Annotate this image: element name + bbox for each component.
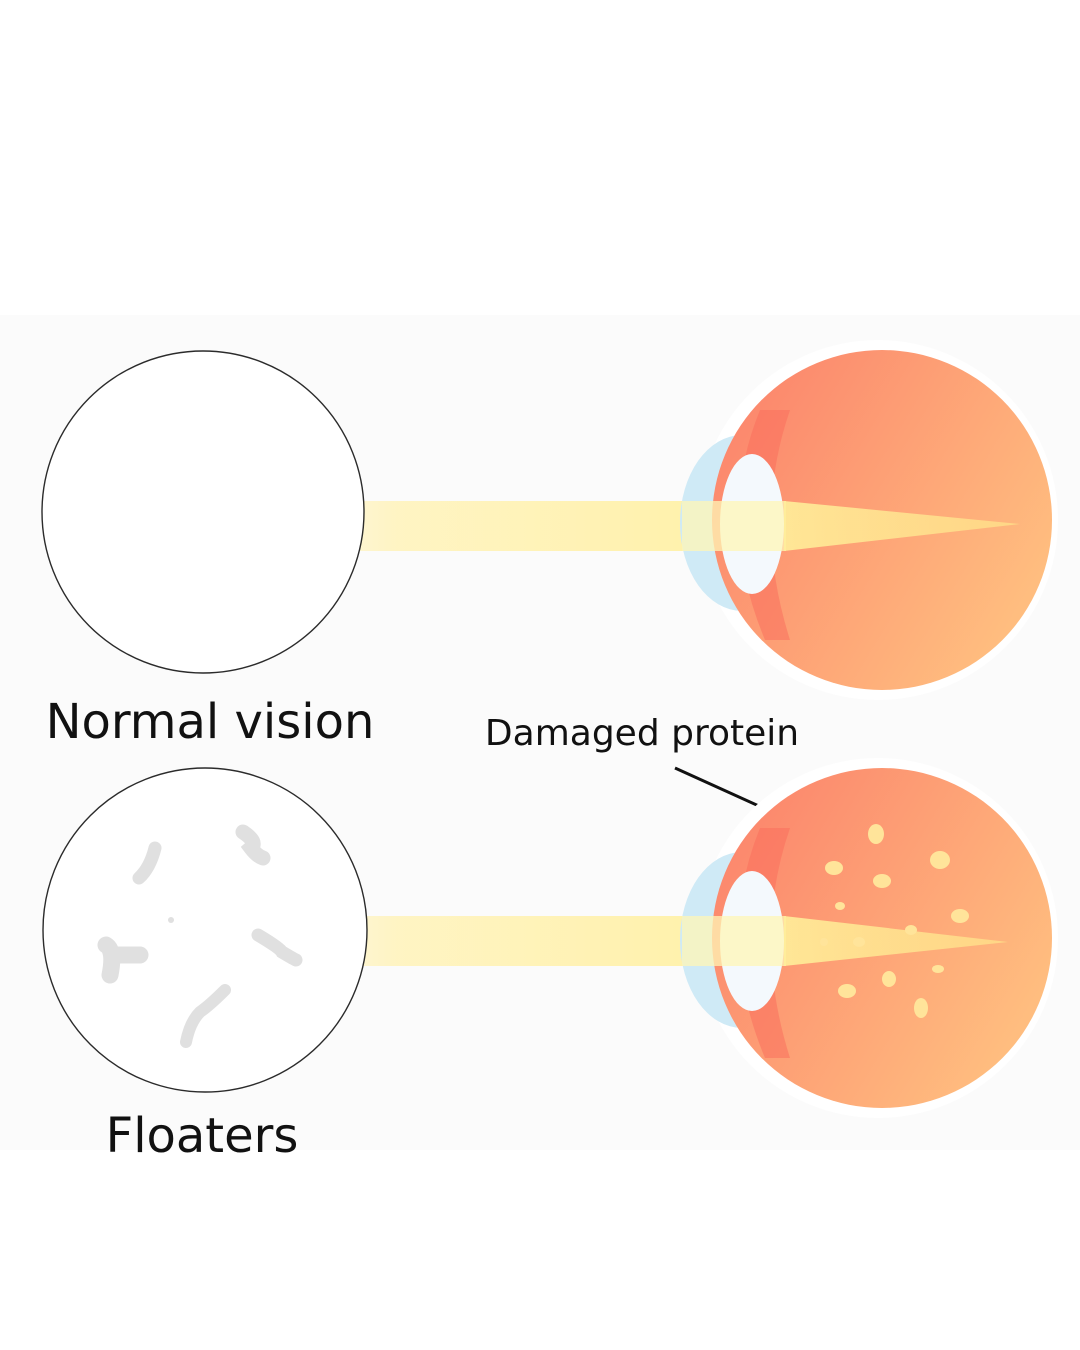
protein-speck	[951, 909, 969, 923]
protein-speck	[914, 998, 928, 1018]
protein-speck	[873, 874, 891, 888]
floater-blob	[97, 936, 149, 984]
protein-speck	[905, 925, 917, 935]
protein-speck	[838, 984, 856, 998]
focus-cone	[784, 501, 1020, 551]
focus-cone	[784, 916, 1008, 966]
floater-dot	[168, 917, 174, 923]
floaters-group	[42, 758, 1058, 1118]
floaters-label: Floaters	[106, 1108, 299, 1164]
damaged-protein-label: Damaged protein	[485, 713, 799, 754]
protein-speck	[932, 965, 944, 973]
normal-vision-view-circle	[41, 350, 365, 674]
protein-speck	[820, 938, 828, 946]
light-beam-through-lens	[682, 916, 786, 966]
protein-speck	[930, 851, 950, 869]
protein-speck	[825, 861, 843, 875]
protein-speck	[868, 824, 884, 844]
floater-shapes	[97, 824, 303, 1048]
protein-speck	[835, 902, 845, 910]
eye-normal	[680, 340, 1058, 700]
floater-squiggle	[235, 824, 271, 866]
floater-squiggle	[132, 841, 162, 885]
floaters-view-circle	[42, 767, 368, 1093]
normal-vision-group	[41, 340, 1058, 700]
protein-speck	[853, 937, 865, 947]
normal-vision-label: Normal vision	[46, 694, 375, 750]
protein-speck	[882, 971, 896, 987]
floater-squiggle	[251, 928, 303, 967]
damaged-protein-specks	[820, 824, 969, 1018]
light-beam-through-lens	[682, 501, 786, 551]
eye-floaters	[680, 758, 1058, 1118]
floater-squiggle	[180, 984, 231, 1048]
